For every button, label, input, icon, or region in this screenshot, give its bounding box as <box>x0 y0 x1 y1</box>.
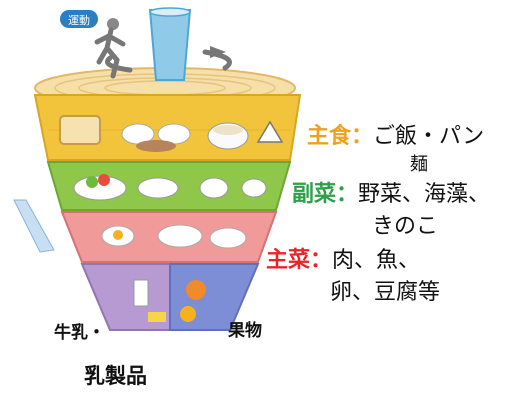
svg-text:運動: 運動 <box>68 13 90 27</box>
label-fukusai: 副菜：野菜、海藻、 <box>292 176 490 208</box>
label-shushoku-head: 主食： <box>307 124 374 149</box>
tier-shusai <box>60 211 278 263</box>
label-shusai: 主菜：肉、魚、 <box>266 242 420 274</box>
label-shusai-head: 主菜： <box>266 248 333 273</box>
tier-shushoku <box>33 94 302 161</box>
label-shusai-body2: 卵、豆腐等 <box>330 280 441 305</box>
soup-bowl-icon <box>199 177 229 199</box>
apple-icon <box>186 280 206 300</box>
tier-fukusai <box>46 161 292 211</box>
label-shushoku: 主食：ご飯・パン <box>307 118 484 150</box>
bread-icon <box>59 115 101 145</box>
vegetable-plate-icon <box>137 177 179 199</box>
orange-icon <box>180 306 196 322</box>
meat-dish-icon <box>209 227 247 249</box>
side-ribbon <box>13 199 55 253</box>
cheese-icon <box>148 312 166 322</box>
label-fukusai-body1: 野菜、海藻、 <box>358 182 491 207</box>
tier-bottom <box>80 263 260 331</box>
running-person-icon <box>94 18 126 79</box>
milk-glass-icon <box>133 279 149 307</box>
label-fukusai-head: 副菜： <box>292 182 359 207</box>
noodles-bowl-icon <box>207 122 249 150</box>
label-shusai-body1: 肉、魚、 <box>332 248 421 273</box>
rice-bowls-icon <box>121 123 191 152</box>
label-shushoku-body2: 麺 <box>410 154 428 175</box>
fried-egg-icon <box>101 225 135 247</box>
label-fruit: 果物 <box>228 321 262 341</box>
label-dairy-line2: 乳製品 <box>84 364 147 388</box>
label-dairy-line1: 牛乳・ <box>54 323 105 343</box>
label-fukusai-body2: きのこ <box>372 214 439 239</box>
glass-of-water-icon <box>148 7 192 81</box>
onigiri-icon <box>256 120 284 143</box>
side-dish-icon <box>241 178 267 198</box>
fish-plate-icon <box>157 224 203 248</box>
label-shushoku-body1: ご飯・パン <box>373 124 485 149</box>
exercise-badge: 運動 <box>60 10 98 28</box>
salad-icon <box>73 174 127 201</box>
rotating-arrow-icon <box>105 46 232 73</box>
